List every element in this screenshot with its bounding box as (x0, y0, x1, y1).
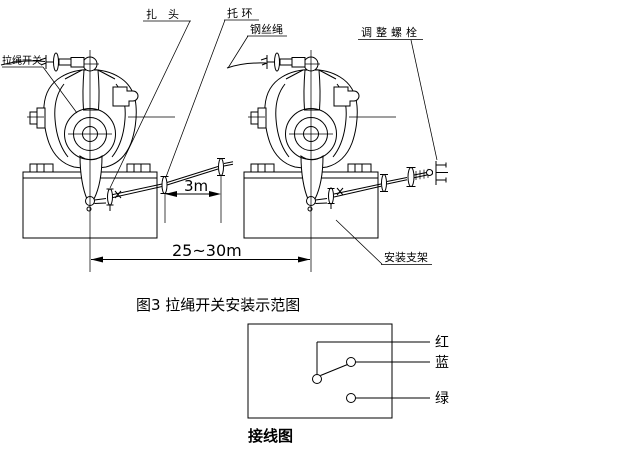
wiring-blue-contact (346, 357, 356, 367)
left-switch-device (22, 49, 176, 273)
dimension-25-30m: 25~30m (91, 241, 310, 263)
callout-support-ring: 托 环 (165, 6, 259, 178)
callout-pull-rope-switch: 拉绳开关 (2, 54, 78, 114)
callout-wire-rope: 钢丝绳 (227, 22, 287, 69)
callout-adjusting-bolt: 调整螺栓 (358, 25, 438, 161)
callout-wire-rope-label: 钢丝绳 (250, 22, 283, 36)
left-rope-assembly (106, 158, 234, 223)
right-switch-device (243, 49, 397, 273)
dimension-25-30m-text: 25~30m (172, 241, 242, 260)
wiring-green-contact (346, 393, 356, 403)
terminal-green-label: 绿 (435, 391, 449, 407)
terminal-red-label: 红 (435, 335, 449, 351)
wiring-box (247, 323, 393, 419)
callout-adjusting-bolt-label: 调整螺栓 (361, 25, 421, 39)
wire-rope-curves (0, 60, 267, 69)
figure-caption: 图3 拉绳开关安装示范图 (136, 296, 300, 314)
right-rope-assembly (327, 161, 448, 209)
wiring-diagram: 红 蓝 绿 (247, 323, 449, 419)
callout-support-ring-label: 托 环 (227, 6, 253, 20)
terminal-blue-label: 蓝 (435, 355, 449, 371)
callout-mounting-bracket: 安装支架 (335, 219, 432, 265)
callout-clamp-head: 扎 头 (109, 7, 191, 189)
wiring-switch-arm (320, 364, 348, 376)
callout-clamp-head-label: 扎 头 (146, 7, 179, 21)
dimension-3m-text: 3m (184, 177, 208, 195)
wiring-common-contact (312, 374, 322, 384)
dimension-3m: 3m (165, 177, 221, 197)
wiring-caption: 接线图 (248, 427, 293, 445)
callout-pull-rope-switch-label: 拉绳开关 (2, 54, 42, 67)
callout-mounting-bracket-label: 安装支架 (384, 250, 428, 264)
